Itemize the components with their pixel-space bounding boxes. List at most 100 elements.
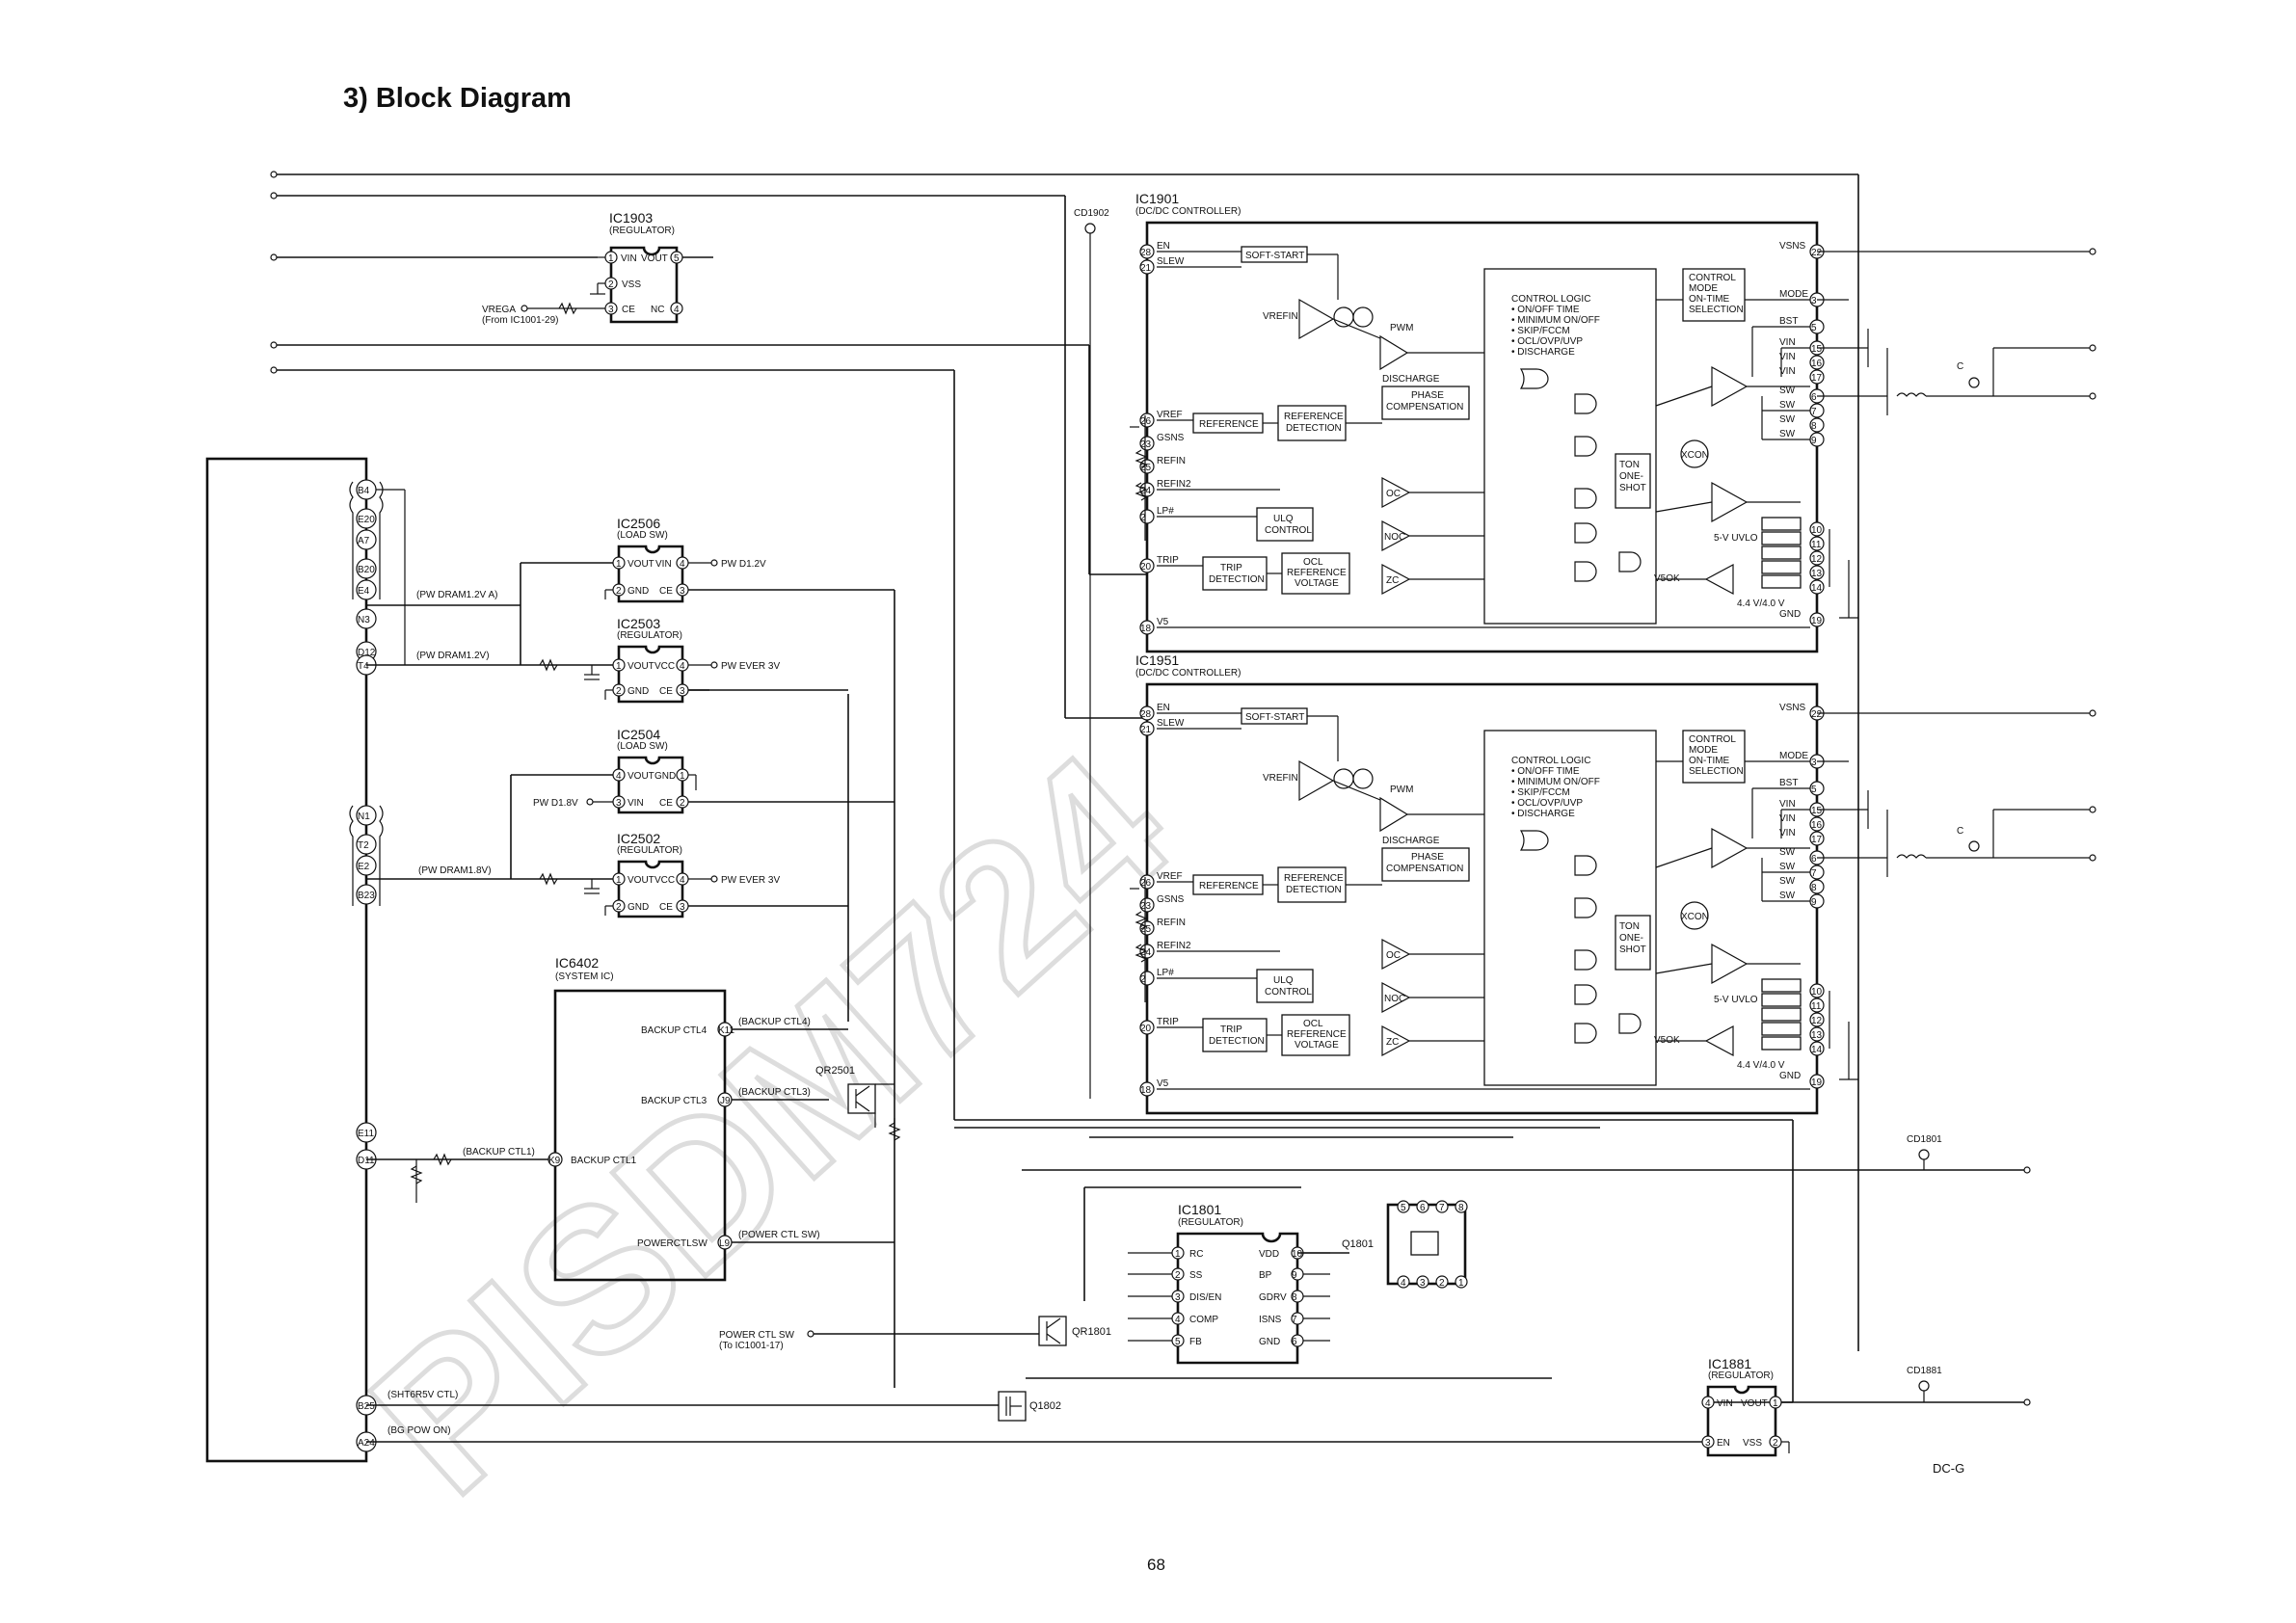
right-pin-num: 7 (1811, 407, 1817, 417)
discharge-label: DISCHARGE (1382, 836, 1440, 846)
q1801-pin (1455, 1200, 1468, 1213)
right-pin-label: VIN (1779, 337, 1796, 348)
svg-text:3: 3 (1705, 1438, 1711, 1449)
and-gate (1574, 897, 1597, 918)
and-gate (1574, 393, 1597, 414)
right-pin (1809, 1012, 1825, 1027)
svg-text:VOUT: VOUT (627, 661, 654, 672)
svg-text:IC6402: IC6402 (555, 955, 599, 971)
and-gate (1574, 436, 1597, 457)
right-pin (1809, 417, 1825, 433)
connector-ball-label: B20 (358, 565, 375, 575)
svg-text:2: 2 (1773, 1438, 1778, 1449)
ic-ref: IC1901 (1135, 191, 1179, 206)
svg-text:VREGA: VREGA (482, 305, 516, 315)
label: REFERENCE (1284, 873, 1344, 884)
trip-block (1202, 556, 1268, 591)
reference-label: REFERENCE (1199, 881, 1259, 891)
q1801-pin-num: 7 (1439, 1203, 1445, 1213)
pwm-label: PWM (1390, 785, 1413, 795)
right-pin-num: 8 (1811, 883, 1817, 893)
svg-text:VOUT: VOUT (641, 253, 668, 264)
right-pin-label: SW (1779, 429, 1796, 439)
q1801-pin-num: 8 (1458, 1203, 1464, 1213)
wire (1655, 386, 1713, 407)
svg-text:1: 1 (680, 771, 685, 782)
discharge-label: DISCHARGE (1382, 374, 1440, 385)
ic1801-pin-label: SS (1189, 1270, 1203, 1281)
pgnd-box (1761, 574, 1802, 589)
ic1801-pin-label: GND (1259, 1337, 1280, 1347)
xcon-symbol (1680, 439, 1709, 468)
right-pin-num: 17 (1811, 373, 1823, 384)
right-pin-label: SW (1779, 386, 1796, 396)
left-pin-label: LP# (1157, 506, 1174, 517)
ton-text: ONE- (1619, 933, 1643, 944)
label: PHASE (1411, 852, 1444, 863)
wire (1655, 847, 1713, 868)
svg-text:GND: GND (654, 771, 676, 782)
svg-text:CD1881: CD1881 (1907, 1366, 1942, 1376)
right-pin (1809, 369, 1825, 385)
ic1801-pin-num: 10 (1292, 1249, 1303, 1260)
connector-ball-label: E4 (358, 586, 370, 597)
right-pin-num: 19 (1811, 616, 1823, 626)
ton-text: TON (1619, 460, 1640, 470)
svg-text:VSS: VSS (1743, 1438, 1762, 1449)
svg-text:1: 1 (608, 253, 614, 264)
left-pin-num: 26 (1140, 878, 1152, 889)
inductor (1896, 854, 1927, 859)
left-pin-num: 18 (1140, 624, 1152, 634)
right-pin-num: 12 (1811, 554, 1823, 565)
resistor (1135, 944, 1148, 963)
right-pin-num: 17 (1811, 835, 1823, 845)
ic1801-pin-label: BP (1259, 1270, 1272, 1281)
svg-text:PW EVER 3V: PW EVER 3V (721, 875, 780, 886)
ton-text: ONE- (1619, 471, 1643, 482)
noc-label: NOC (1384, 994, 1405, 1004)
left-pin (1139, 436, 1155, 451)
ic1801-pin-label: COMP (1189, 1315, 1218, 1325)
phase-comp-block (1381, 386, 1470, 420)
soft-start-label: SOFT-START (1245, 251, 1304, 261)
pgnd-box (1761, 978, 1802, 993)
label: ULQ (1273, 975, 1294, 986)
connector-ball-label: E11 (358, 1129, 374, 1139)
svg-text:1: 1 (616, 875, 622, 886)
right-pin-num: 19 (1811, 1078, 1823, 1088)
ic1951-dc-dc-controller: IC1951(DC/DC CONTROLLER)28EN21SLEW26VREF… (1130, 652, 2096, 1115)
svg-text:(REGULATOR): (REGULATOR) (617, 630, 682, 641)
svg-text:IC1881: IC1881 (1708, 1356, 1751, 1371)
svg-text:IC2504: IC2504 (617, 727, 660, 742)
control-logic-text: • OCL/OVP/UVP (1511, 336, 1583, 347)
connector-ball-label: N1 (358, 812, 370, 822)
and-gate (1574, 984, 1597, 1005)
resistor (1135, 482, 1148, 501)
q1801-pin-num: 5 (1401, 1203, 1406, 1213)
label: TRIP (1220, 563, 1242, 573)
right-pin-label: GND (1779, 609, 1801, 620)
and-gate (1574, 855, 1597, 876)
right-pin-num: 13 (1811, 569, 1823, 579)
pwm-comparator (1379, 796, 1409, 833)
right-pin-num: 10 (1811, 987, 1823, 998)
svg-text:(PW DRAM1.2V A): (PW DRAM1.2V A) (416, 590, 497, 600)
svg-text:POWERCTLSW: POWERCTLSW (637, 1238, 707, 1249)
bottom-rails (954, 1127, 2031, 1174)
right-pin-num: 15 (1811, 806, 1823, 816)
right-pin-label: SW (1779, 862, 1796, 872)
xcon-symbol (1680, 901, 1709, 930)
ic1801-pin-num: 8 (1292, 1292, 1297, 1303)
connector-ball-label: T4 (358, 661, 369, 672)
q1801-pin (1397, 1275, 1410, 1289)
oc-comparator (1381, 938, 1411, 971)
zc-label: ZC (1386, 575, 1399, 586)
ic1801-pin-num: 1 (1175, 1249, 1181, 1260)
left-pin-num: 24 (1140, 947, 1152, 958)
right-pin-label: MODE (1779, 751, 1808, 761)
high-side-driver (1711, 365, 1749, 408)
and-gate (1618, 1013, 1642, 1034)
right-pin-num: 13 (1811, 1030, 1823, 1041)
right-pin-num: 22 (1811, 709, 1823, 720)
